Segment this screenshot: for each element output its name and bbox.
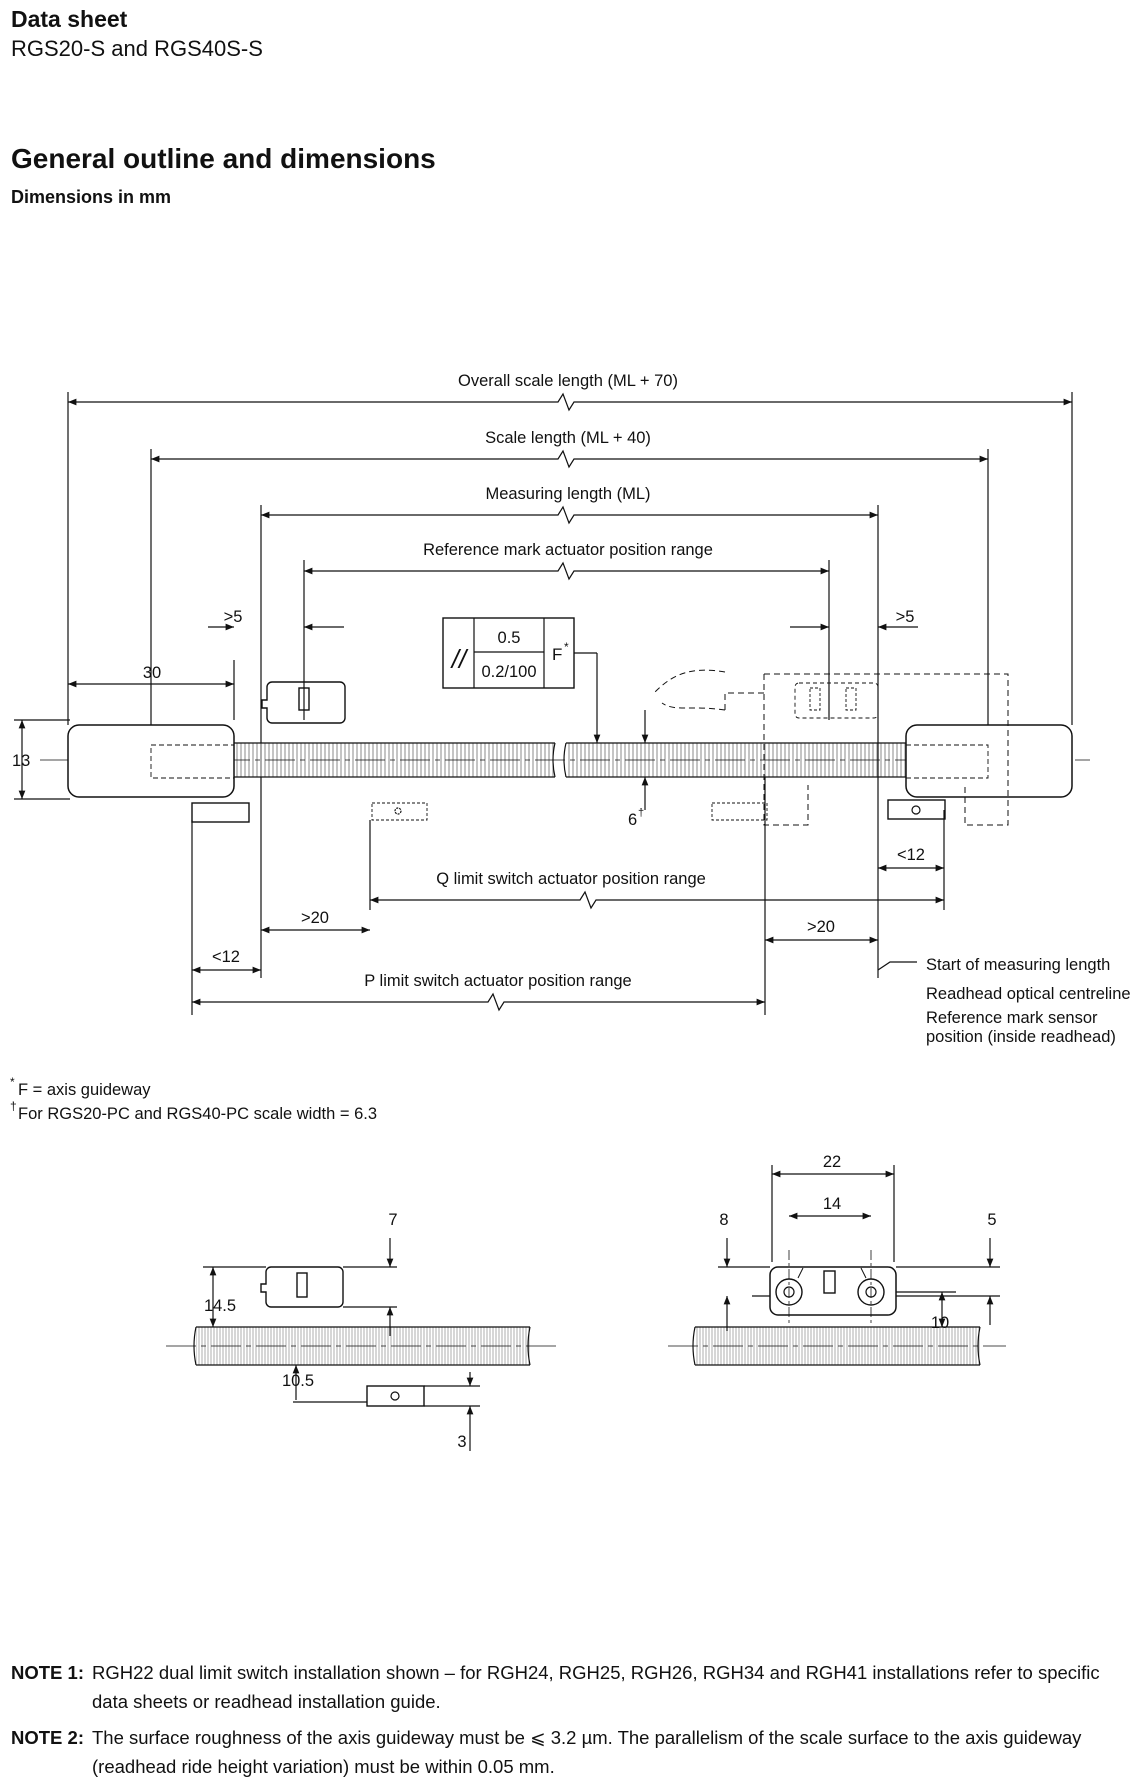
- note-1-text: RGH22 dual limit switch installation sho…: [92, 1662, 1100, 1712]
- ref-sensor-label-1: Reference mark sensor: [926, 1009, 1098, 1027]
- side-dim-3-label: 3: [457, 1433, 466, 1451]
- end-dim-14-label: 14: [823, 1195, 841, 1213]
- tolerance-per-length-label: 0.2/100: [481, 663, 536, 681]
- dim-30-label: 30: [143, 664, 161, 682]
- note-1: NOTE 1: RGH22 dual limit switch installa…: [11, 1658, 1126, 1716]
- dim-13-label: 13: [12, 752, 30, 770]
- end-dim-8-label: 8: [719, 1211, 728, 1229]
- end-dim-5-label: 5: [987, 1211, 996, 1229]
- note-2-text: The surface roughness of the axis guidew…: [92, 1727, 1082, 1777]
- gt20-left-label: >20: [301, 909, 329, 927]
- footnote-f-text: F = axis guideway: [18, 1081, 151, 1099]
- lt12-right-label: <12: [897, 846, 925, 864]
- product-name: RGS20-S and RGS40S-S: [11, 36, 263, 61]
- gt5-left-label: >5: [224, 608, 243, 626]
- p-limit-range-label: P limit switch actuator position range: [364, 972, 632, 990]
- tolerance-value-label: 0.5: [498, 629, 521, 647]
- side-dim-10-5-label: 10.5: [282, 1372, 314, 1390]
- q-limit-range-label: Q limit switch actuator position range: [436, 870, 706, 888]
- lt12-left-label: <12: [212, 948, 240, 966]
- measuring-length-label: Measuring length (ML): [485, 485, 650, 503]
- footnote-dagger: †: [10, 1099, 17, 1113]
- overall-scale-length-label: Overall scale length (ML + 70): [458, 372, 678, 390]
- footnote-pc-text: For RGS20-PC and RGS40-PC scale width = …: [18, 1105, 377, 1123]
- side-dim-7-label: 7: [388, 1211, 397, 1229]
- footnote-asterisk: *: [10, 1075, 15, 1089]
- parallelism-symbol: //: [450, 644, 469, 674]
- reference-mark-range-label: Reference mark actuator position range: [423, 541, 713, 559]
- datasheet-label: Data sheet: [11, 6, 128, 32]
- gt5-right-label: >5: [896, 608, 915, 626]
- readhead-centreline-label: Readhead optical centreline: [926, 985, 1131, 1003]
- note-2-label: NOTE 2:: [11, 1727, 84, 1748]
- units-note: Dimensions in mm: [11, 187, 172, 207]
- side-dim-14-5-label: 14.5: [204, 1297, 236, 1315]
- note-2: NOTE 2: The surface roughness of the axi…: [11, 1723, 1126, 1781]
- notes-block: NOTE 1: RGH22 dual limit switch installa…: [11, 1658, 1126, 1788]
- ref-sensor-label-2: position (inside readhead): [926, 1028, 1116, 1046]
- start-measuring-length-label: Start of measuring length: [926, 956, 1110, 974]
- dim-6-label: 6: [628, 811, 637, 829]
- gt20-right-label: >20: [807, 918, 835, 936]
- dim-6-sup: †: [638, 807, 644, 819]
- end-dim-10-label: 10: [931, 1314, 949, 1332]
- section-title: General outline and dimensions: [11, 143, 436, 174]
- scale-length-label: Scale length (ML + 40): [485, 429, 651, 447]
- end-dim-22-label: 22: [823, 1153, 841, 1171]
- datum-f-sup: *: [564, 640, 569, 654]
- datum-f-label: F: [552, 645, 562, 664]
- note-1-label: NOTE 1:: [11, 1662, 84, 1683]
